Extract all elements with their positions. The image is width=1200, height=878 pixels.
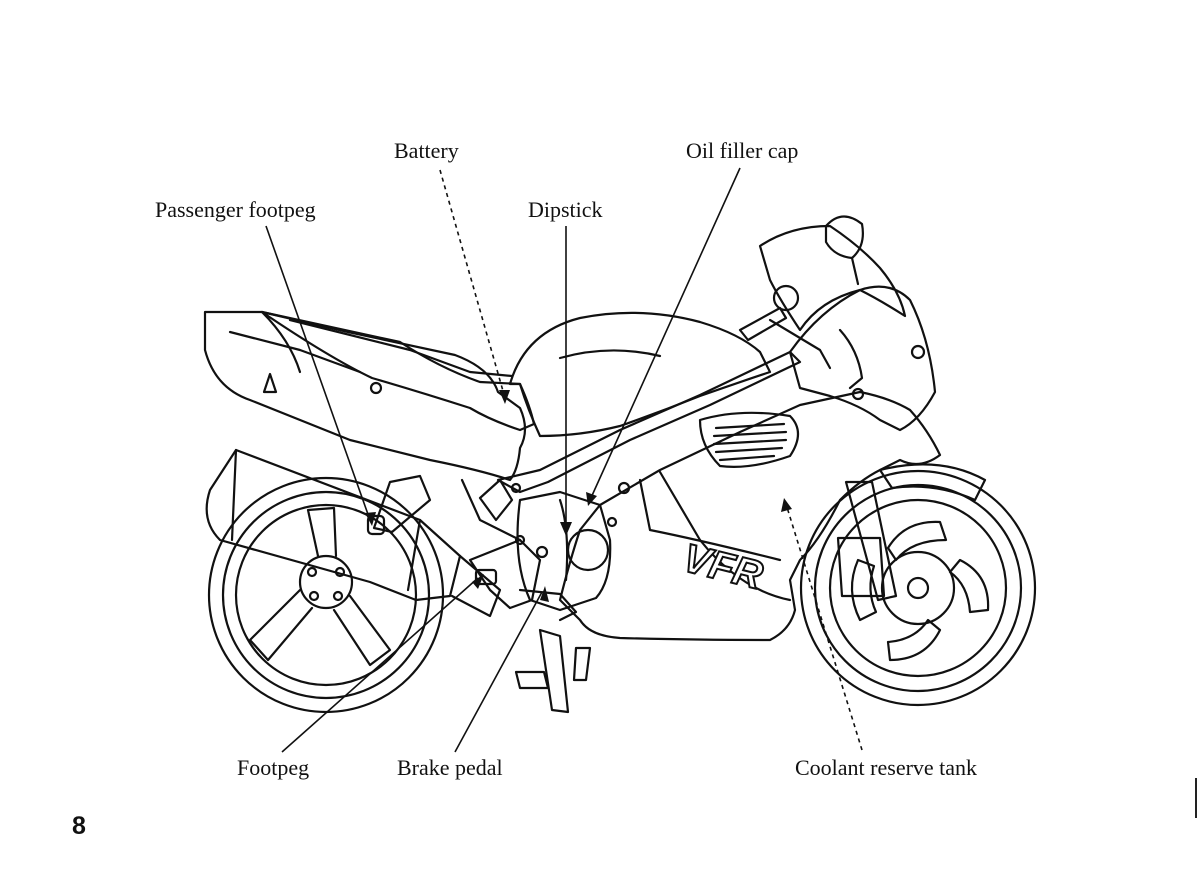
upper-fairing [788,285,937,432]
label-oil-filler-cap: Oil filler cap [686,138,799,163]
leader-brake-pedal [454,591,543,753]
leader-footpeg [281,577,479,753]
passenger-footpeg-bracket [372,474,432,534]
label-coolant-reserve-tank: Coolant reserve tank [795,755,978,780]
leader-passenger-footpeg [265,225,371,521]
front-wheel [799,469,1037,707]
seat [260,310,536,432]
label-brake-pedal: Brake pedal [397,755,503,780]
windscreen [758,224,907,332]
rear-wheel [207,476,445,714]
label-footpeg: Footpeg [237,755,310,780]
vfr-marking: VFR [679,536,767,598]
leader-oil-filler-cap [589,167,741,501]
center-stand [538,628,570,714]
muffler [205,448,502,618]
page-number: 8 [72,812,86,840]
front-fairing [558,390,942,642]
label-dipstick: Dipstick [528,197,603,222]
label-passenger-footpeg: Passenger footpeg [155,197,316,222]
mirror [824,215,864,260]
page-edge-mark [1195,778,1197,818]
frame-rail [496,350,802,494]
fairing-vent [698,411,800,468]
footpeg-assembly [468,538,542,610]
fuel-tank [508,311,772,438]
label-battery: Battery [394,138,459,163]
leader-coolant-reserve-tank [785,503,863,751]
handlebar [738,306,788,342]
